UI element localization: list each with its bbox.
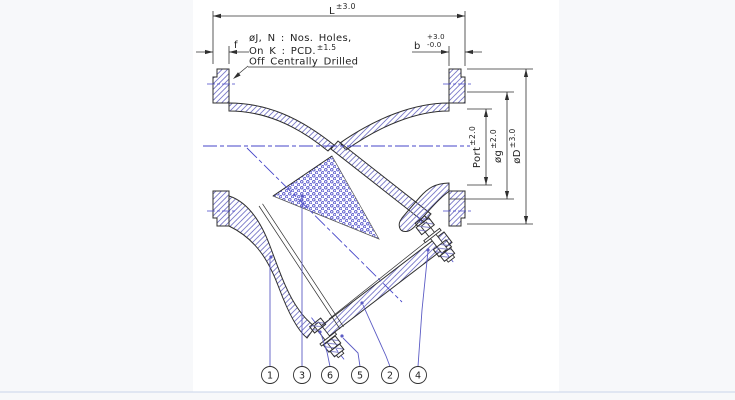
bolt-head-cap: [414, 215, 428, 228]
balloon-2: 2: [381, 366, 399, 384]
valve-body: [212, 68, 466, 341]
note-line-2: On K : PCD.±1.5: [249, 43, 336, 57]
right-flange-bottom: [448, 190, 466, 227]
balloon-4: 4: [409, 366, 427, 384]
top-left-wall: [228, 102, 335, 152]
note-leader-arrow: [233, 72, 241, 79]
drilling-note: øJ, N : Nos. Holes, On K : PCD.±1.5 Off …: [233, 33, 358, 79]
balloon-label: 5: [357, 371, 363, 382]
bolt-head: [308, 317, 327, 334]
balloon-5: 5: [351, 366, 369, 384]
dimension-D: øD±3.0: [467, 68, 533, 225]
balloon-circle: [381, 366, 399, 384]
dim-g-text: øg±2.0: [489, 129, 504, 163]
balloon-label: 2: [387, 371, 393, 382]
screen-rim: [272, 155, 333, 197]
bolt-washer: [423, 227, 442, 244]
balloon-3: 3: [293, 366, 311, 384]
bolt-end: [335, 350, 345, 359]
balloon-circle: [293, 366, 311, 384]
dim-b-tol-plus: +3.0: [427, 33, 445, 41]
note-line-3: Off Centrally Drilled: [249, 57, 358, 68]
note-line-1: øJ, N : Nos. Holes,: [249, 33, 351, 44]
balloon-6: 6: [321, 366, 339, 384]
screen-wall-inner: [262, 203, 344, 327]
dimension-f: f: [196, 40, 249, 64]
balloon-label: 6: [327, 371, 333, 382]
dimension-port: Port±2.0: [467, 108, 492, 186]
strainer-screen: [258, 155, 380, 330]
balloon-circle: [409, 366, 427, 384]
cover-plate: [316, 231, 453, 341]
balloon-label: 4: [415, 371, 421, 382]
dim-f-text: f: [234, 40, 238, 51]
branch-centerline: [246, 147, 403, 303]
balloon-circle: [261, 366, 279, 384]
dim-b-tol-minus: -0.0: [427, 41, 441, 49]
dim-D-text: øD±3.0: [508, 128, 523, 163]
cover-bolt-top: [414, 215, 456, 264]
left-flange-bottom: [212, 190, 230, 227]
dimension-b: b +3.0 -0.0: [412, 33, 482, 66]
screen-wall-outer: [258, 205, 341, 330]
balloon-label: 1: [267, 371, 273, 382]
balloon-1: 1: [261, 366, 279, 384]
balloon-circle: [351, 366, 369, 384]
bolt-end: [445, 254, 456, 263]
centerlines: [203, 83, 471, 303]
dimension-length: L±3.0: [212, 2, 466, 66]
left-flange-top: [212, 68, 230, 104]
balloon-circle: [321, 366, 339, 384]
dim-length-text: L±3.0: [329, 2, 356, 17]
branch-right-ear: [398, 182, 450, 233]
paper-sheet: [193, 0, 559, 392]
top-right-wall: [339, 102, 450, 151]
balloon-callouts: 1 3 6 5 2 4: [261, 194, 430, 384]
dim-port-text: Port±2.0: [468, 126, 483, 168]
branch-lower-left-wall: [228, 195, 316, 339]
dim-b-text: b: [414, 41, 421, 52]
dimension-g: øg±2.0: [450, 91, 514, 200]
balloon-label: 3: [299, 371, 305, 382]
screen-seat-line: [328, 232, 438, 320]
right-flange-top: [448, 68, 466, 104]
